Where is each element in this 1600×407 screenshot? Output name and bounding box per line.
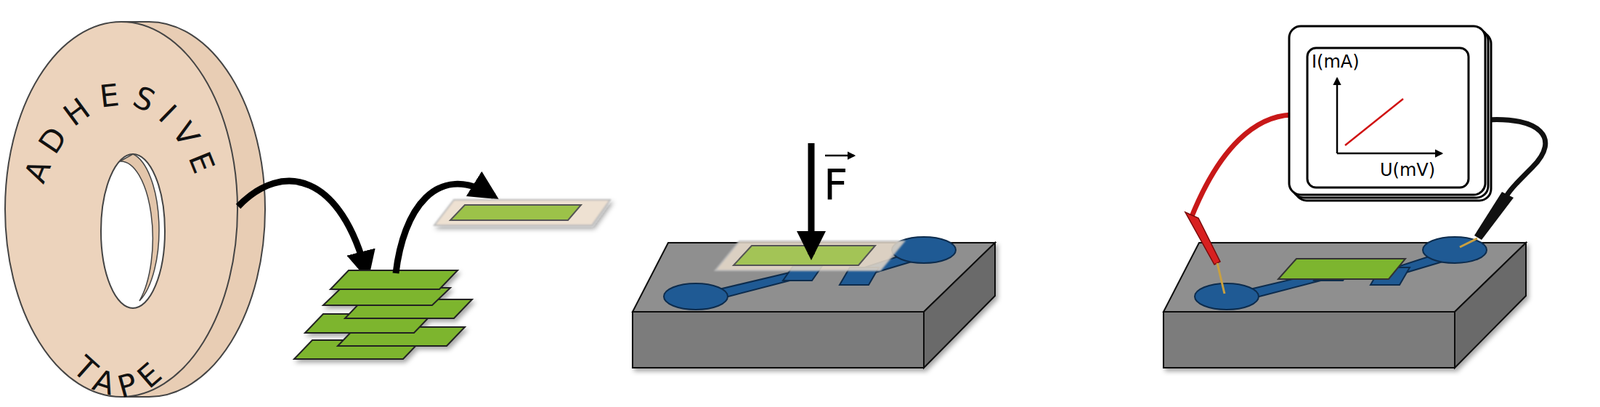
- probe-tip: [1217, 262, 1225, 294]
- tape-label: ADHESIVE: [17, 75, 226, 188]
- axis-label: U(mV): [1379, 160, 1436, 181]
- iv-line: [1345, 98, 1404, 146]
- red-cable: [1191, 114, 1292, 218]
- axis-label: I(mA): [1311, 52, 1360, 73]
- meter: [1289, 26, 1492, 201]
- probe-tip: [1459, 238, 1478, 247]
- graphite-stack: [294, 270, 473, 359]
- tape-label: TAPE: [66, 348, 177, 406]
- electrodes: [1194, 236, 1487, 310]
- tape-text: ADHESIVE: [17, 75, 226, 188]
- force-arrow: [808, 143, 815, 255]
- red-probe: [1185, 212, 1221, 265]
- peel-arrow: [395, 183, 494, 274]
- transfer-arrow: [238, 180, 367, 275]
- tape-text: TAPE: [66, 348, 177, 406]
- force-label: F: [823, 161, 848, 210]
- graphite-flake: [1278, 258, 1406, 279]
- vector-arrow: [825, 154, 855, 157]
- black-cable: [1485, 119, 1546, 197]
- tape-flake: [434, 199, 611, 226]
- tape-roll: [5, 21, 266, 397]
- plot-axes: [1337, 78, 1442, 154]
